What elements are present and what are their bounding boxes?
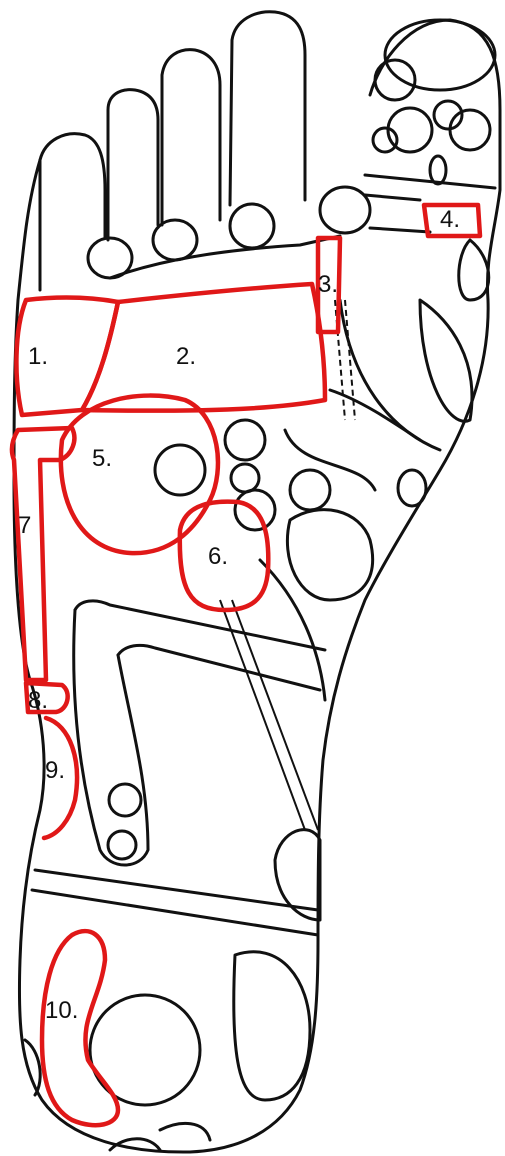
zone-10-outline [42,931,118,1125]
zone-6-label: 6. [208,543,228,570]
zone-2-outline [82,284,325,411]
zone-4-label: 4. [440,206,460,233]
zone-7-label: 7 [18,512,31,539]
zone-10-label: 10. [45,997,78,1024]
zone-5-outline [61,396,218,554]
zone-2-label: 2. [176,343,196,370]
zone-8-label: 8. [28,687,48,714]
zone-labels: 1. 2. 3. 4. 5. 6. 7 8. 9. 10. [18,206,460,1024]
foot-outline [14,12,500,1152]
zone-5-label: 5. [92,445,112,472]
zone-1-label: 1. [28,343,48,370]
reflex-zones [12,205,480,1125]
zone-9-label: 9. [45,757,65,784]
zone-3-label: 3. [318,271,338,298]
